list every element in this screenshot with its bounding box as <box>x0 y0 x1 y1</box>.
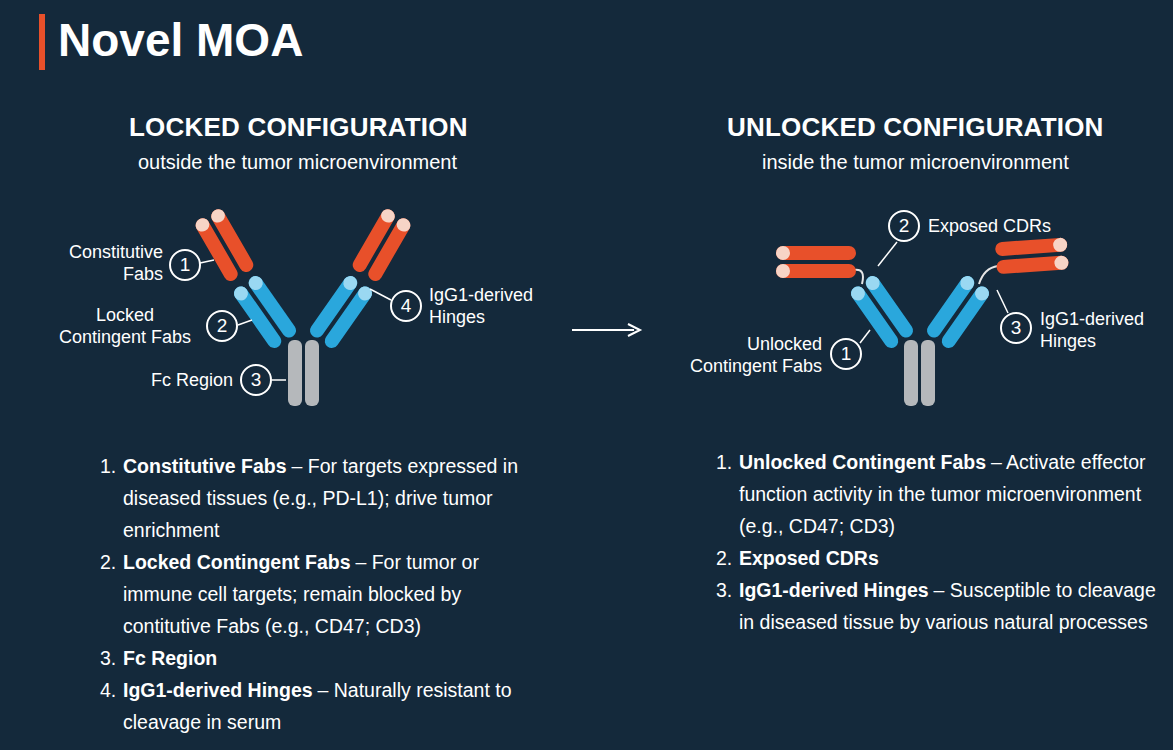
callout-number: 2 <box>217 315 228 337</box>
callout-number: 3 <box>1011 317 1022 339</box>
list-body: Exposed CDRs <box>739 542 1156 574</box>
callout-number: 3 <box>251 369 262 391</box>
callout-number: 1 <box>841 343 852 365</box>
list-body: Locked Contingent Fabs– For tumor or imm… <box>123 546 540 642</box>
list-number: 2. <box>100 546 123 642</box>
callout-label: Locked Contingent Fabs <box>50 304 200 348</box>
list-term: IgG1-derived Hinges <box>739 579 929 601</box>
list-item: 3.Fc Region <box>100 642 540 674</box>
list-body: IgG1-derived Hinges– Naturally resistant… <box>123 674 540 738</box>
callout-label: IgG1-derived Hinges <box>1040 308 1160 352</box>
list-term: Constitutive Fabs <box>123 455 287 477</box>
list-body: IgG1-derived Hinges– Susceptible to clea… <box>739 574 1156 638</box>
callout-label: Exposed CDRs <box>928 215 1051 237</box>
callout-number: 4 <box>401 295 412 317</box>
page-title: Novel MOA <box>58 13 303 67</box>
callout-circle: 1 <box>830 338 862 370</box>
callout-number: 1 <box>180 254 191 276</box>
callout-label: Unlocked Contingent Fabs <box>672 333 822 377</box>
callout-circle: 1 <box>169 249 201 281</box>
list-number: 2. <box>716 542 739 574</box>
list-number: 4. <box>100 674 123 738</box>
list-number: 1. <box>716 446 739 542</box>
transition-arrow <box>572 324 640 336</box>
list-term: Locked Contingent Fabs <box>123 551 351 573</box>
callout-circle: 3 <box>1000 312 1032 344</box>
numbered-list: 1.Constitutive Fabs– For targets express… <box>100 450 540 738</box>
list-item: 2.Exposed CDRs <box>716 542 1156 574</box>
callout-circle: 3 <box>240 364 272 396</box>
callout-circle: 2 <box>888 210 920 242</box>
list-term: Unlocked Contingent Fabs <box>739 451 986 473</box>
unlocked-antibody <box>776 237 1069 406</box>
list-item: 2.Locked Contingent Fabs– For tumor or i… <box>100 546 540 642</box>
numbered-list: 1.Unlocked Contingent Fabs– Activate eff… <box>716 446 1156 638</box>
list-item: 3.IgG1-derived Hinges– Susceptible to cl… <box>716 574 1156 638</box>
list-number: 3. <box>716 574 739 638</box>
callout-label: Constitutive Fabs <box>53 241 163 285</box>
callout-label: Fc Region <box>151 369 233 391</box>
callout-number: 2 <box>899 215 910 237</box>
leader-lines <box>200 242 1008 380</box>
list-number: 1. <box>100 450 123 546</box>
list-body: Constitutive Fabs– For targets expressed… <box>123 450 540 546</box>
list-term: IgG1-derived Hinges <box>123 679 313 701</box>
list-item: 1.Unlocked Contingent Fabs– Activate eff… <box>716 446 1156 542</box>
callout-circle: 4 <box>390 290 422 322</box>
list-body: Unlocked Contingent Fabs– Activate effec… <box>739 446 1156 542</box>
title-bar <box>39 14 45 70</box>
list-body: Fc Region <box>123 642 540 674</box>
section-subtitle: outside the tumor microenvironment <box>138 151 457 174</box>
section-heading: LOCKED CONFIGURATION <box>129 112 468 143</box>
section-heading: UNLOCKED CONFIGURATION <box>727 112 1104 143</box>
list-number: 3. <box>100 642 123 674</box>
section-subtitle: inside the tumor microenvironment <box>762 151 1069 174</box>
list-term: Fc Region <box>123 647 217 669</box>
list-item: 1.Constitutive Fabs– For targets express… <box>100 450 540 546</box>
list-item: 4.IgG1-derived Hinges– Naturally resista… <box>100 674 540 738</box>
callout-circle: 2 <box>206 310 238 342</box>
callout-label: IgG1-derived Hinges <box>429 284 549 328</box>
list-term: Exposed CDRs <box>739 547 879 569</box>
